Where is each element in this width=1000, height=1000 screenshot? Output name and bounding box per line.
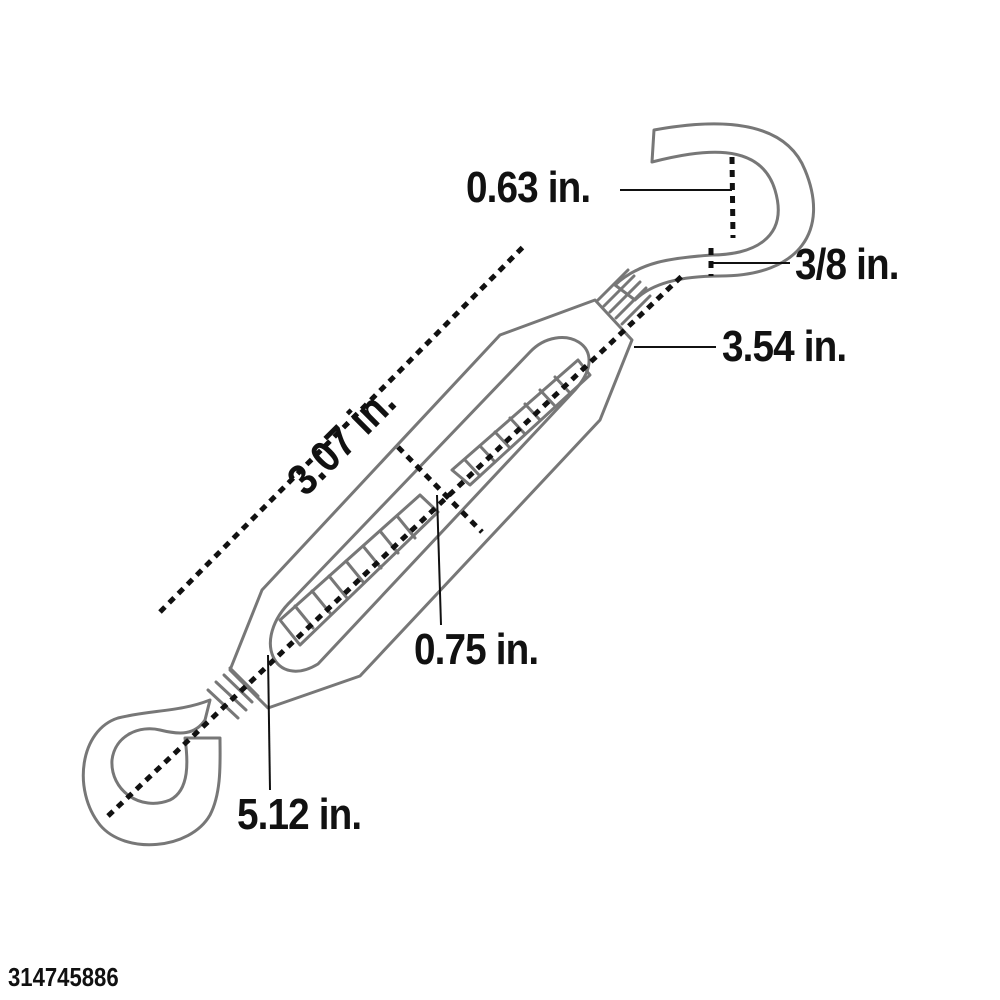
leader-overall: [267, 654, 271, 791]
hook-wire-diameter-label: 3/8 in.: [795, 240, 899, 289]
overall-length-dim-line: [106, 274, 684, 818]
hook-threads: [596, 268, 652, 326]
leader-body-width: [436, 494, 442, 626]
body-width-label: 0.75 in.: [414, 625, 539, 674]
upper-threaded-rod: [450, 358, 592, 487]
lower-threaded-rod: [278, 493, 440, 647]
overall-length-label: 5.12 in.: [237, 790, 362, 839]
eye: [81, 698, 222, 847]
product-id: 314745886: [8, 962, 119, 992]
hook-opening-dim-line: [729, 156, 736, 239]
hook: [613, 122, 815, 302]
body-length-label: 3.54 in.: [722, 322, 847, 371]
body-width-dim-line: [396, 445, 484, 534]
eye-threads: [206, 666, 260, 720]
body-opening-dim-line: [158, 243, 527, 614]
hook-opening-label: 0.63 in.: [466, 163, 591, 212]
